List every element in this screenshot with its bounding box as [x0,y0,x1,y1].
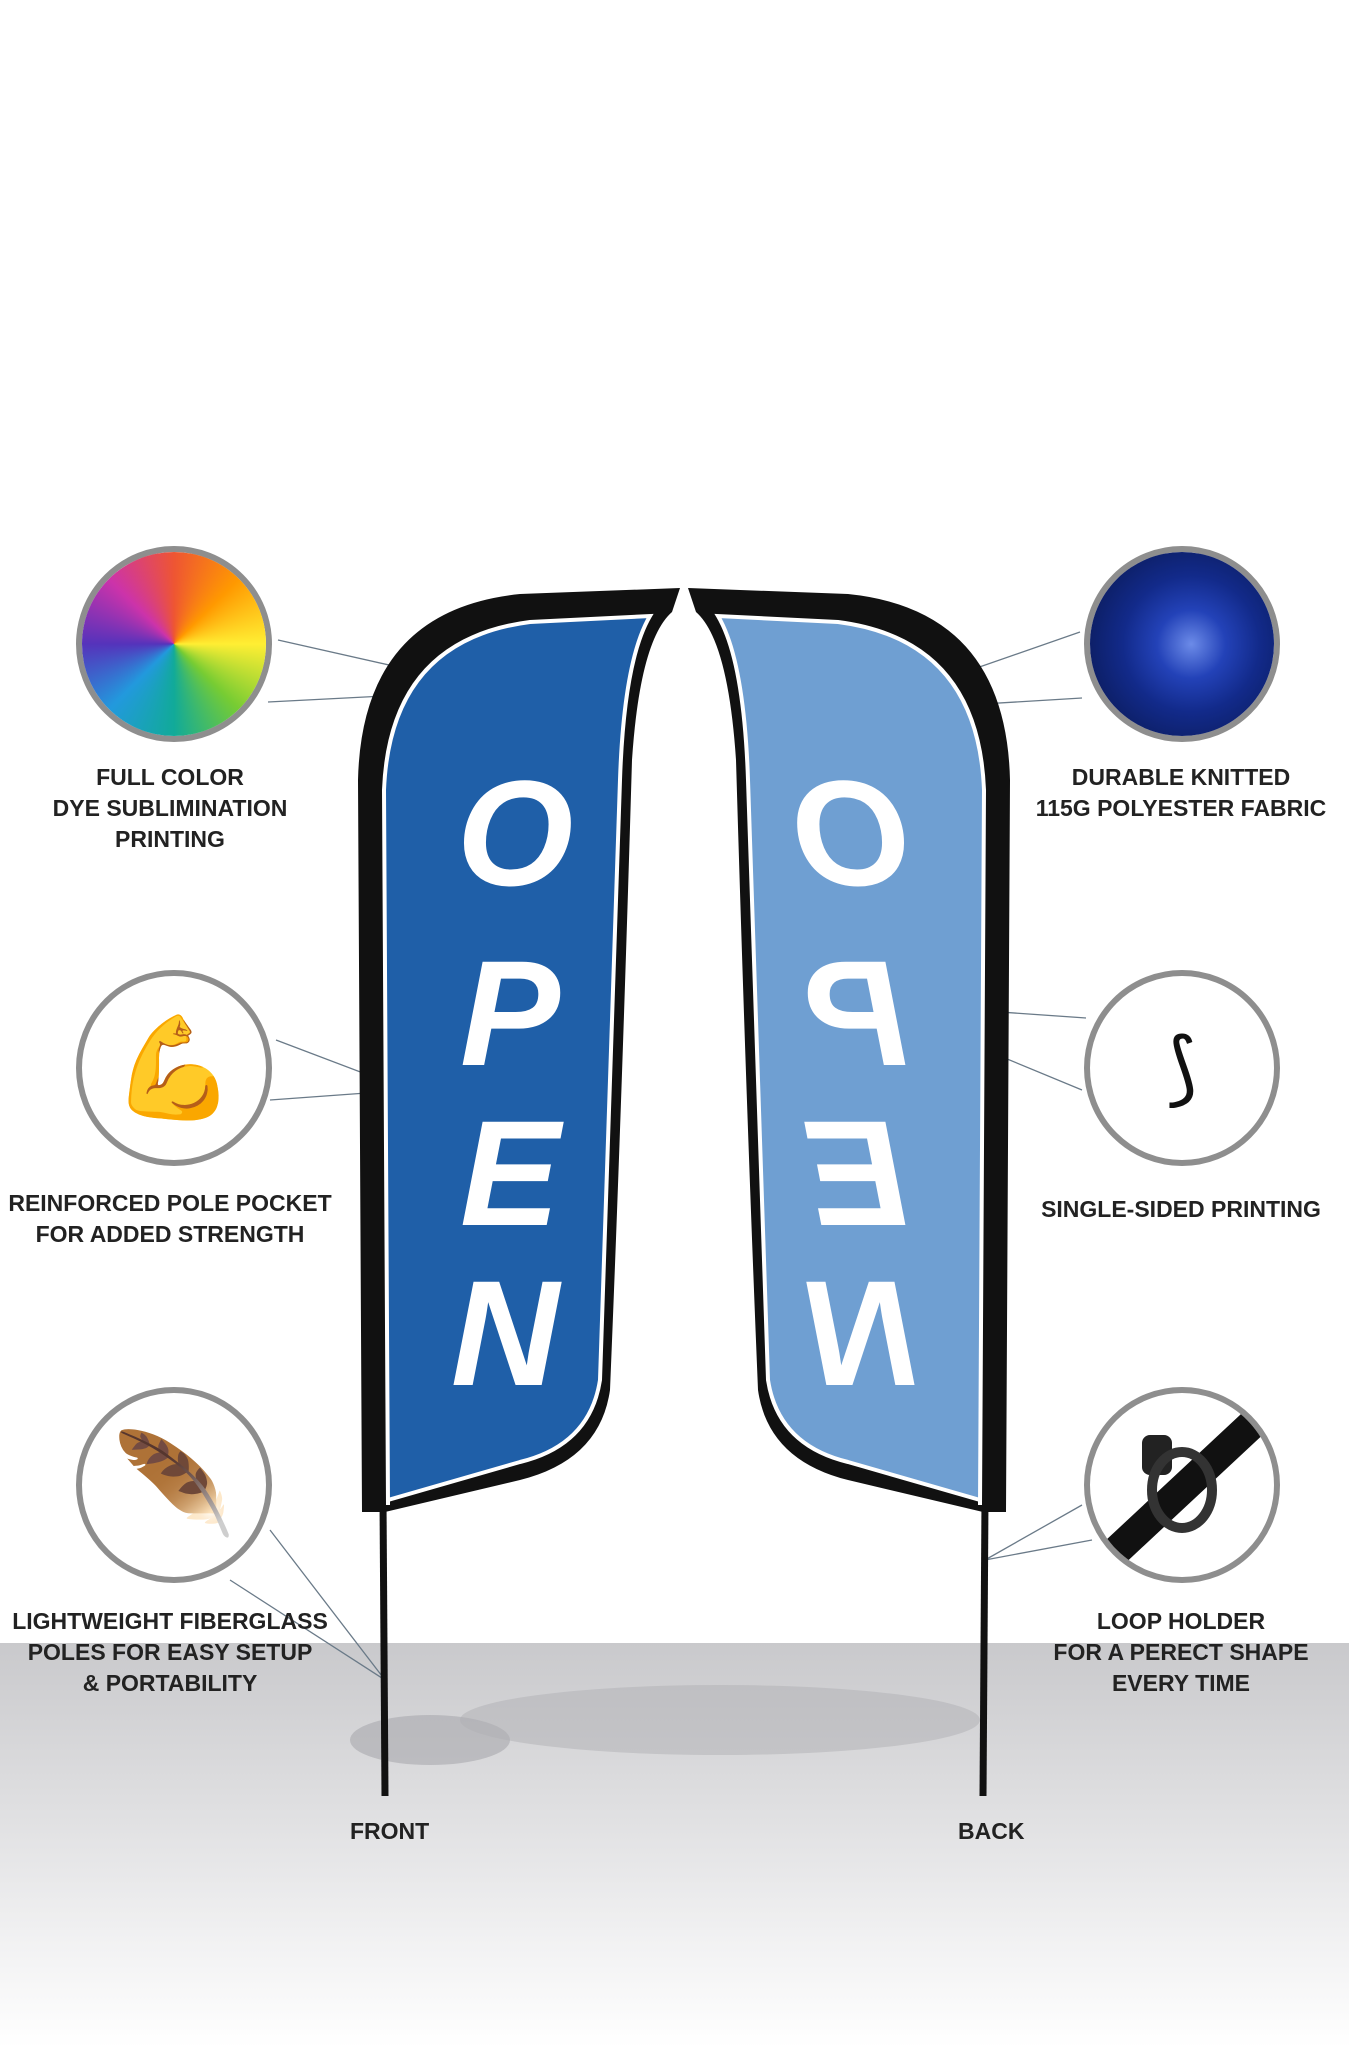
back-flag: O P E N [688,588,1010,1797]
front-letter: N [451,1249,562,1417]
front-letter: O [457,749,574,917]
single-sided-print-icon: ⟆ [1084,970,1280,1166]
back-letter: N [806,1249,917,1417]
feather-icon: 🪶 [76,1387,272,1583]
back-letter: P [807,929,908,1097]
front-letter: P [460,929,561,1097]
fabric-swirl-icon [1084,546,1280,742]
feature-label-single-sided: SINGLE-SIDED PRINTING [1041,1196,1321,1222]
front-label: FRONT [350,1818,430,1844]
front-pole [379,1499,389,1797]
back-label: BACK [958,1818,1025,1844]
muscle-arm-icon: 💪 [76,970,272,1166]
loop-holder-icon [1084,1387,1280,1583]
back-letter: O [795,749,912,917]
back-letter: E [804,1089,908,1257]
back-flag-shadow [460,1685,980,1755]
color-wheel-icon [76,546,272,742]
back-pole [979,1499,989,1797]
front-letter: E [460,1089,564,1257]
front-flag: O P E N [358,588,680,1797]
